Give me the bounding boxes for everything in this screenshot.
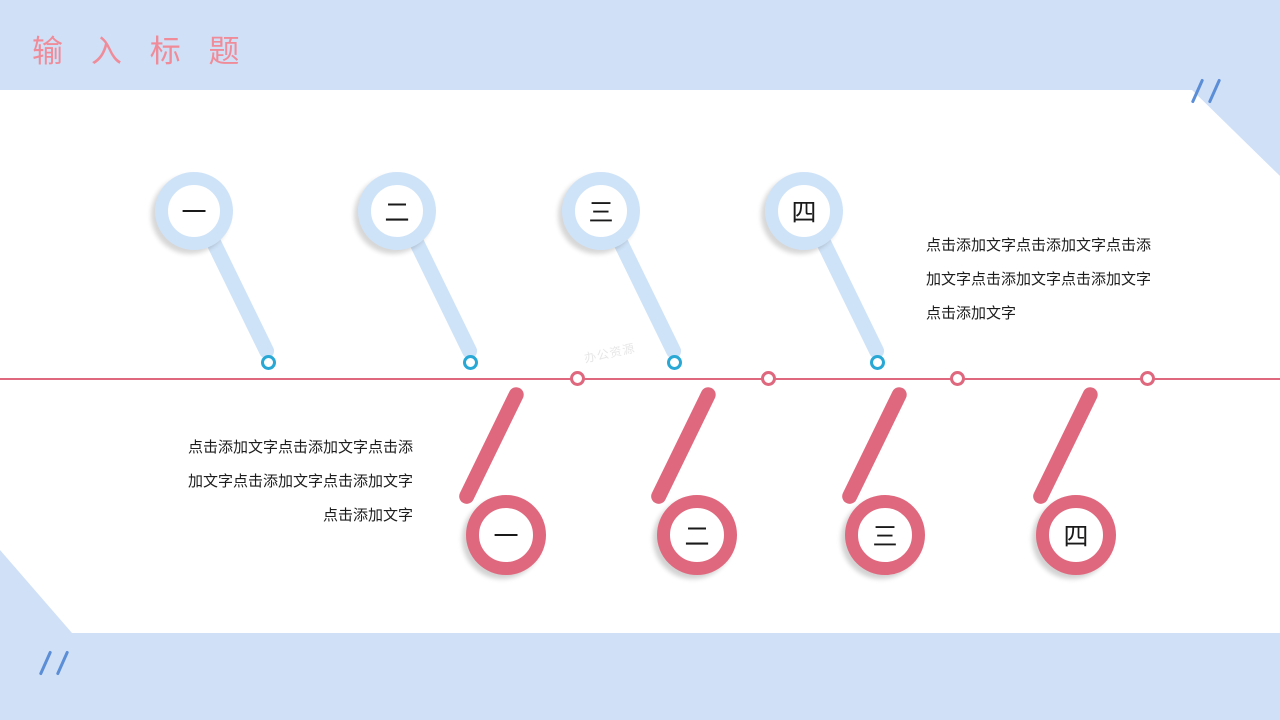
title-bar xyxy=(0,0,1280,90)
top-circle-2[interactable]: 二 xyxy=(358,172,436,250)
bottom-circle-4[interactable]: 四 xyxy=(1036,495,1116,575)
right-text-line-3: 点击添加文字 xyxy=(926,304,1017,322)
right-text-line-2: 加文字点击添加文字点击添加文字 xyxy=(926,270,1152,288)
bottom-node-4[interactable] xyxy=(1140,371,1155,386)
top-label-4: 四 xyxy=(791,198,817,227)
bottom-label-1: 一 xyxy=(493,522,519,551)
top-label-1: 一 xyxy=(181,198,207,227)
bottom-node-3[interactable] xyxy=(950,371,965,386)
left-text-block: 点击添加文字点击添加文字点击添 加文字点击添加文字点击添加文字 点击添加文字 xyxy=(108,430,413,532)
bottom-circle-2[interactable]: 二 xyxy=(657,495,737,575)
right-text-block: 点击添加文字点击添加文字点击添 加文字点击添加文字点击添加文字 点击添加文字 xyxy=(926,228,1226,330)
bottom-label-2: 二 xyxy=(684,522,710,551)
decor-dash-bottom-left-1 xyxy=(38,650,53,676)
top-circle-3[interactable]: 三 xyxy=(562,172,640,250)
bottom-node-1[interactable] xyxy=(570,371,585,386)
bottom-label-4: 四 xyxy=(1063,522,1089,551)
bottom-label-3: 三 xyxy=(872,522,898,551)
bottom-circle-3[interactable]: 三 xyxy=(845,495,925,575)
bottom-circle-1[interactable]: 一 xyxy=(466,495,546,575)
top-node-3[interactable] xyxy=(667,355,682,370)
bottom-node-2[interactable] xyxy=(761,371,776,386)
top-label-3: 三 xyxy=(588,198,614,227)
top-node-1[interactable] xyxy=(261,355,276,370)
left-text-line-1: 点击添加文字点击添加文字点击添 xyxy=(187,438,413,456)
top-node-4[interactable] xyxy=(870,355,885,370)
page-title: 输 入 标 题 xyxy=(32,34,249,70)
decor-dash-bottom-left-2 xyxy=(55,650,70,676)
top-label-2: 二 xyxy=(384,198,410,227)
right-text-line-1: 点击添加文字点击添加文字点击添 xyxy=(926,236,1152,254)
top-circle-1[interactable]: 一 xyxy=(155,172,233,250)
top-node-2[interactable] xyxy=(463,355,478,370)
top-circle-4[interactable]: 四 xyxy=(765,172,843,250)
left-text-line-3: 点击添加文字 xyxy=(322,506,413,524)
left-text-line-2: 加文字点击添加文字点击添加文字 xyxy=(187,472,413,490)
timeline-axis xyxy=(0,378,1280,380)
